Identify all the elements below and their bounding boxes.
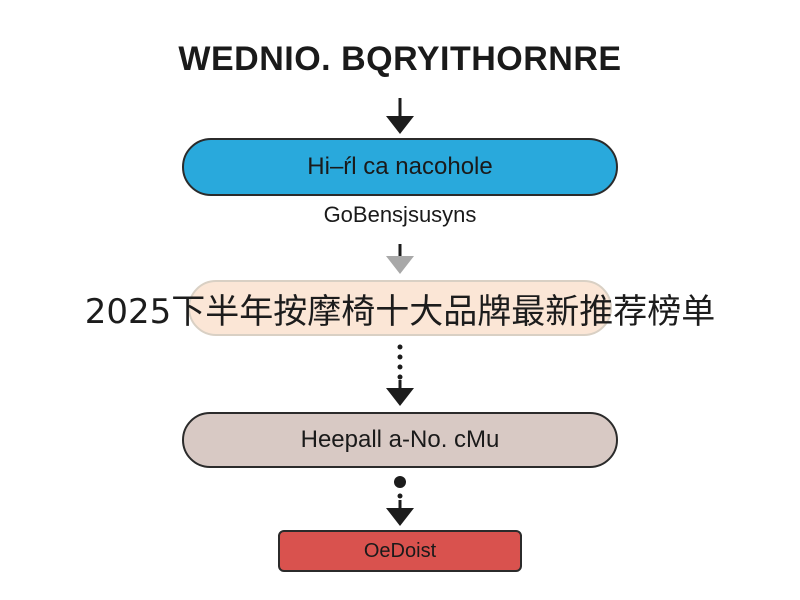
arrow-node-2-to-node-3 xyxy=(386,344,414,406)
arrow-label-to-node-2 xyxy=(386,244,414,274)
flow-node-1-label: Hi–ŕl ca nacohole xyxy=(307,153,493,180)
arrow-title-to-node-1 xyxy=(386,98,414,134)
overlay-caption: 2025下半年按摩椅十大品牌最新推荐榜单 xyxy=(84,292,716,332)
arrow-node-3-to-node-4 xyxy=(386,476,414,526)
flow-node-2 xyxy=(188,280,612,336)
flow-node-3-label: Heepall a-No. cMu xyxy=(300,426,500,453)
flow-node-4-label: OeDoist xyxy=(363,539,437,562)
diagram-title: WEDNIO. BQRYITHORNRE xyxy=(178,40,622,78)
flow-node-3: Heepall a-No. cMu xyxy=(182,412,618,468)
flow-node-1: Hi–ŕl ca nacohole xyxy=(182,138,618,196)
between-label: GoBensjsusyns xyxy=(323,202,477,227)
flow-node-4: OeDoist xyxy=(278,530,522,572)
